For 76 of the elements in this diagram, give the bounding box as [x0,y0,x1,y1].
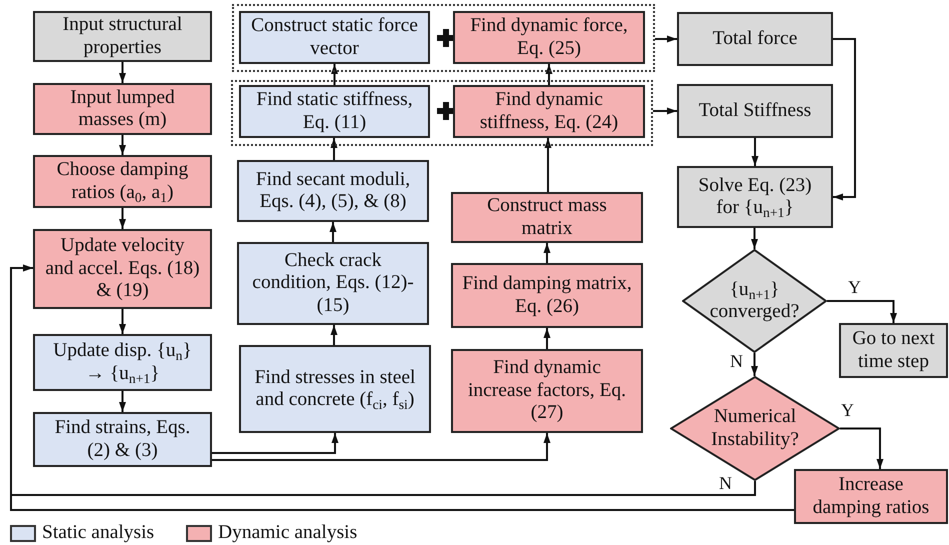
process-box [33,412,212,467]
arrow [653,108,677,114]
process-box [33,11,212,62]
arrow [331,64,338,85]
process-box [237,160,429,222]
process-box [677,166,833,228]
process-box [33,229,212,309]
box-text: Update disp. {u$_{n}$} → {u$_{n+1}$} [52,340,193,385]
process-box [677,12,833,66]
process-box [451,263,643,328]
arrow [833,38,856,200]
box-text: Construct mass matrix [486,195,608,240]
arrow [655,36,677,42]
box-text: Find dynamic stiffness, Eq. (24) [478,89,620,134]
dotted-group-frame [232,4,655,72]
edge-label: Y [840,401,855,419]
process-box [453,11,645,64]
process-box [239,345,431,433]
process-box [239,11,430,64]
process-box [451,192,643,243]
process-box [453,85,645,138]
arrow [119,135,126,155]
process-box [33,155,212,208]
arrow [752,138,758,166]
box-text: Input structural properties [62,14,184,59]
box-text: Total Stiffness [698,100,812,122]
box-text: Find dynamic force, Eq. (25) [469,15,629,60]
arrow [119,208,126,229]
legend-label: Static analysis [42,522,154,544]
box-text: Find stresses in steel and concrete (f$_{ci}$, f$_{si}$) [254,366,416,412]
arrow [751,353,758,376]
box-text: Choose damping ratios (a$_{0}$, a$_{1}$) [56,159,190,204]
arrow [212,433,338,454]
arrow [119,309,126,334]
box-text: Solve Eq. (23) for {u$_{n+1}$} [697,174,813,220]
arrow [827,300,897,323]
box-text: Total force [712,28,798,50]
edge-label: N [718,474,733,492]
arrow [212,433,550,461]
edge-label: Y [847,278,862,296]
box-text: Numerical Instability? [710,406,800,451]
box-text: Find damping matrix, Eq. (26) [461,273,633,318]
process-box [451,349,643,433]
legend-label: Dynamic analysis [218,522,358,544]
box-text: Find secant moduli, Eqs. (4), (5), & (8) [254,168,412,214]
arrow [330,222,336,242]
arrow [330,138,338,160]
decision-diamond [682,249,827,353]
process-box [33,334,212,391]
process-box [677,84,833,138]
box-text: Find dynamic increase factors, Eq. (27) [466,357,628,425]
arrow [546,64,552,85]
dotted-group-frame [231,80,653,146]
box-text: Go to next time step [851,328,936,373]
box-text: Check crack condition, Eqs. (12)-(15) [251,250,415,318]
process-box [839,323,948,378]
arrow [544,328,550,349]
box-text: Input lumped masses (m) [69,86,176,132]
process-box [794,469,948,524]
edge-label: N [729,352,744,370]
process-box [237,242,429,325]
arrow [840,428,884,469]
box-text: Update velocity and accel. Eqs. (18) & (19) [44,235,201,303]
process-box [33,83,212,135]
box-text: {u$_{n+1}$} converged? [708,278,800,324]
box-text: Increase damping ratios [812,474,930,519]
box-text: Find strains, Eqs. (2) & (3) [54,417,192,462]
arrow [544,138,552,192]
process-box [239,85,430,138]
box-text: Find static stiffness, Eq. (11) [255,89,414,134]
arrow [119,391,126,412]
arrow [330,325,338,345]
arrow [751,228,758,249]
arrow [119,62,126,83]
box-text: Construct static force vector [250,15,419,60]
arrow [544,243,550,263]
